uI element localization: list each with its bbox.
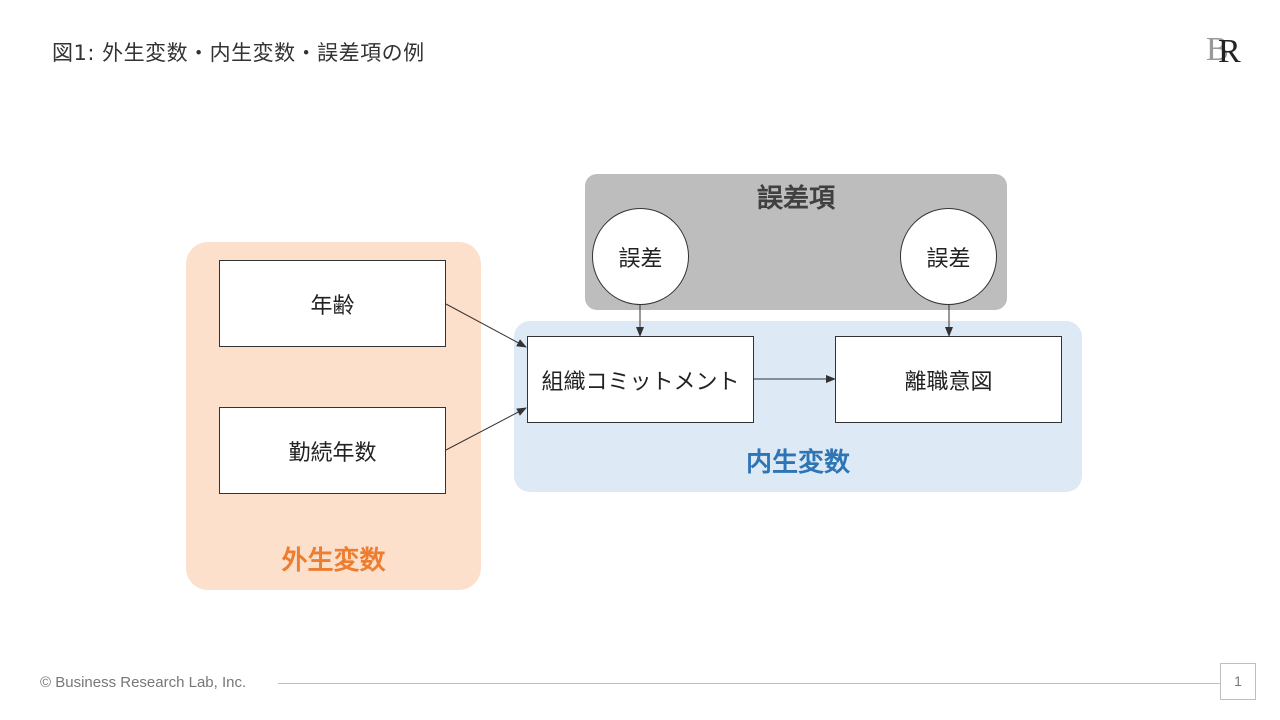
node-turnover-intention: 離職意図 bbox=[835, 336, 1062, 423]
exogenous-group-label: 外生変数 bbox=[281, 546, 386, 576]
node-error-2: 誤差 bbox=[900, 208, 997, 305]
node-error-1: 誤差 bbox=[592, 208, 689, 305]
brand-logo-icon: B R bbox=[1204, 30, 1256, 70]
copyright-text: © Business Research Lab, Inc. bbox=[40, 674, 247, 691]
endogenous-group-label: 内生変数 bbox=[745, 448, 850, 478]
error-term-group-label: 誤差項 bbox=[756, 184, 835, 214]
node-tenure: 勤続年数 bbox=[219, 407, 446, 494]
footer-divider bbox=[278, 683, 1220, 684]
page-number: 1 bbox=[1220, 663, 1256, 700]
figure-title: 図1: 外生変数・内生変数・誤差項の例 bbox=[52, 41, 425, 65]
svg-text:B: B bbox=[1206, 31, 1229, 66]
node-organizational-commitment: 組織コミットメント bbox=[527, 336, 754, 423]
svg-text:R: R bbox=[1218, 33, 1241, 66]
node-age: 年齢 bbox=[219, 260, 446, 347]
